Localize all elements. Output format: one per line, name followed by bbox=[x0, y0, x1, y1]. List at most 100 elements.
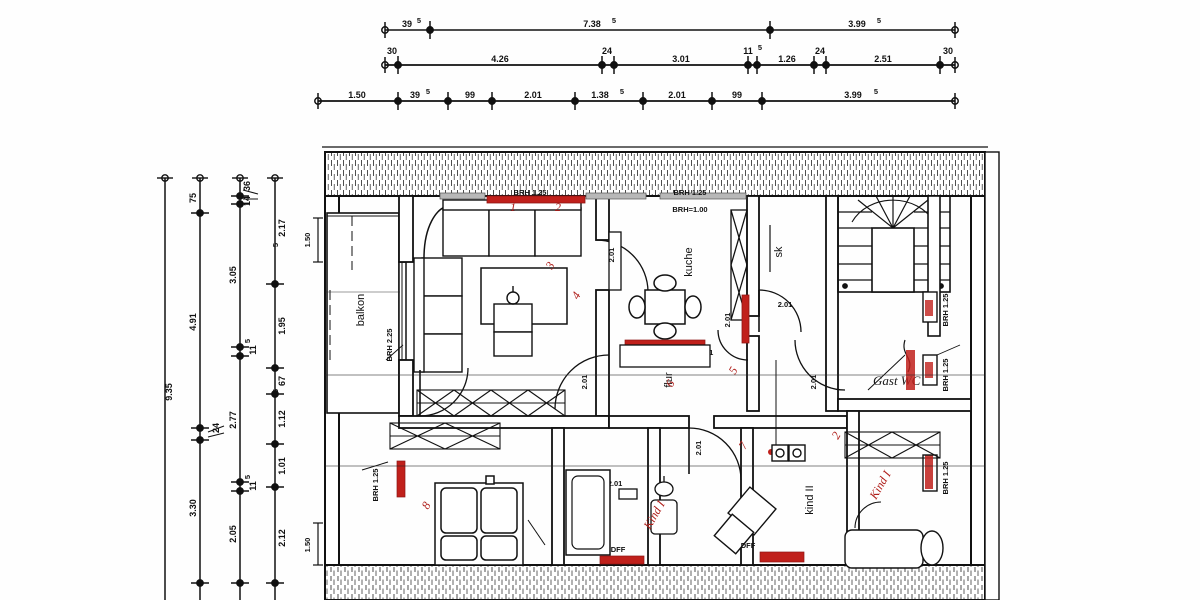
dim-left-wall-1: 14 bbox=[242, 196, 252, 206]
dimension-chain-top-openings: 1.50 39 5 99 2.01 1.38 5 2.01 99 3.99 5 bbox=[314, 87, 959, 110]
note-balkon-brh: BRH 2.25 bbox=[385, 329, 394, 362]
redmarker-bad bbox=[599, 555, 645, 565]
dim-left-open-2-sup: 5 bbox=[271, 389, 280, 393]
dim-top-wall-0: 30 bbox=[387, 46, 397, 56]
axis-lines bbox=[325, 291, 985, 467]
room-balkon: balkon BRH 2.25 bbox=[326, 212, 407, 414]
exterior-wall-bottom bbox=[324, 564, 986, 600]
door-width-8: 2.01 bbox=[608, 479, 623, 488]
room-label-kueche: kuche bbox=[683, 247, 695, 276]
party-wall-right bbox=[984, 151, 1000, 600]
bath-fixtures bbox=[618, 476, 678, 535]
room-label-kind2: kind II bbox=[804, 485, 816, 514]
dim-top-open-4-sup: 5 bbox=[620, 87, 624, 96]
dim-left-wall-6: 2.05 bbox=[228, 525, 238, 543]
dim-left-wall-0: 36 bbox=[242, 181, 252, 191]
note-brh-125-a: BRH 1.25 bbox=[514, 188, 547, 197]
door-swing-kueche bbox=[717, 329, 749, 361]
dim-left-room-1: 4.91 bbox=[188, 313, 198, 331]
window-tag-3: BRH 1.25 bbox=[941, 462, 950, 495]
wardrobe-hatch-eltern bbox=[389, 422, 501, 450]
door-swing-flur-1 bbox=[688, 427, 742, 481]
handwriting-red-1: 1 bbox=[510, 200, 516, 214]
building-shell bbox=[322, 146, 1000, 600]
dim-left-wall-2: 3.05 bbox=[228, 266, 238, 284]
dim-top-wall-7: 2.51 bbox=[874, 54, 892, 64]
dimension-chain-top-outer: 39 5 7.38 5 3.99 5 bbox=[381, 16, 959, 39]
dim-top-open-4: 1.38 bbox=[591, 90, 609, 100]
door-swing-sk bbox=[758, 289, 802, 333]
dim-left-wall-3-sup: 5 bbox=[243, 339, 252, 343]
room-kind2: kind II DFF Kind I 2 bbox=[713, 429, 944, 569]
dimension-chain-left-rooms: 75 4.91 24 3.30 bbox=[188, 174, 225, 600]
dim-top-outer-0: 39 bbox=[402, 19, 412, 29]
dim-top-outer-0-sup: 5 bbox=[417, 16, 421, 25]
interior-walls bbox=[398, 195, 972, 566]
note-brh-125-b: BRH 1.25 bbox=[674, 188, 707, 197]
exterior-wall-top bbox=[324, 151, 986, 197]
dim-top-open-3: 2.01 bbox=[524, 90, 542, 100]
room-eltern: eltern BRH 1.25 8 bbox=[361, 422, 546, 566]
dim-top-wall-8: 30 bbox=[943, 46, 953, 56]
dim-left-open-0: 2.17 bbox=[277, 219, 287, 237]
dim-top-open-1: 39 bbox=[410, 90, 420, 100]
room-sk: sk 2.01 bbox=[758, 225, 802, 333]
fixture-tag-dff-1: DFF bbox=[611, 545, 626, 554]
dim-left-open-5: 2.12 bbox=[277, 529, 287, 547]
corner-furniture bbox=[713, 486, 777, 555]
fixture-tag-dff-2: DFF bbox=[741, 541, 756, 550]
dim-top-wall-4-sup: 5 bbox=[758, 43, 762, 52]
room-label-balkon: balkon bbox=[355, 294, 367, 326]
dim-top-open-6: 99 bbox=[732, 90, 742, 100]
dim-top-wall-2: 24 bbox=[602, 46, 612, 56]
redmarker-window-kind2 bbox=[925, 455, 933, 489]
dim-top-open-5: 2.01 bbox=[668, 90, 686, 100]
dimension-chain-left-openings: 2.17 5 1.95 67 5 1.12 1.01 2.12 bbox=[266, 174, 287, 600]
door-swing-wohnen-2 bbox=[554, 354, 610, 410]
dimension-chain-top-wall: 30 4.26 24 3.01 11 5 1.26 24 2.51 30 bbox=[381, 43, 959, 74]
sofa-set bbox=[413, 199, 582, 373]
dim-left-room-0: 75 bbox=[188, 193, 198, 203]
redmarker-window-wohnen bbox=[486, 195, 586, 204]
dim-top-wall-4: 11 bbox=[743, 46, 753, 56]
dim-top-open-2: 99 bbox=[465, 90, 475, 100]
dim-left-wall-3: 11 bbox=[248, 345, 258, 355]
left-dimension-chains: 9.35 75 4.91 24 3.30 bbox=[157, 174, 287, 600]
balkon-outline bbox=[326, 212, 400, 414]
dining-set bbox=[628, 274, 702, 340]
room-wohnen: wohnen 1 2 bbox=[413, 188, 747, 417]
door-width-7: 2.01 bbox=[694, 441, 703, 456]
note-brh-125-left: BRH 1.25 bbox=[371, 469, 380, 502]
redmarker-kind2-floor bbox=[759, 551, 805, 563]
note-brh-100: BRH=1.00 bbox=[672, 205, 707, 214]
window-tag-1: BRH 1.25 bbox=[941, 294, 950, 327]
dim-top-open-7: 3.99 bbox=[844, 90, 862, 100]
dim-top-outer-2: 3.99 bbox=[848, 19, 866, 29]
dim-top-wall-1: 4.26 bbox=[491, 54, 509, 64]
handwriting-red-2: 2 bbox=[555, 200, 561, 214]
room-kueche: kuche BRH=1.00 2.01 2.01 2.01 bbox=[607, 205, 750, 368]
dim-left-open-2: 67 bbox=[277, 376, 287, 386]
door-width-6: 2.01 bbox=[778, 300, 793, 309]
dim-top-outer-1: 7.38 bbox=[583, 19, 601, 29]
stairs-hatch-wohnen bbox=[416, 389, 566, 417]
dim-top-wall-3: 3.01 bbox=[672, 54, 690, 64]
redmarker-gast-wc bbox=[906, 350, 915, 390]
room-label-sk: sk bbox=[773, 246, 785, 258]
redmarker-window-eltern bbox=[396, 460, 406, 498]
dim-top-open-7-sup: 5 bbox=[874, 87, 878, 96]
top-dimension-chains: 39 5 7.38 5 3.99 5 30 bbox=[314, 16, 959, 110]
bed-kind2 bbox=[844, 529, 944, 569]
left-small-dims: 1.50 1.50 bbox=[303, 217, 323, 566]
sideboard bbox=[493, 286, 533, 357]
dim-left-open-1: 1.95 bbox=[277, 317, 287, 335]
dim-top-open-0: 1.50 bbox=[348, 90, 366, 100]
door-width-9: 2.01 bbox=[809, 375, 818, 390]
dim-left-open-4: 1.01 bbox=[277, 457, 287, 475]
dim-left-wall-5: 11 bbox=[248, 481, 258, 491]
desk-kind2 bbox=[771, 444, 806, 462]
dim-left-open-3: 1.12 bbox=[277, 410, 287, 428]
double-bed bbox=[434, 475, 524, 566]
